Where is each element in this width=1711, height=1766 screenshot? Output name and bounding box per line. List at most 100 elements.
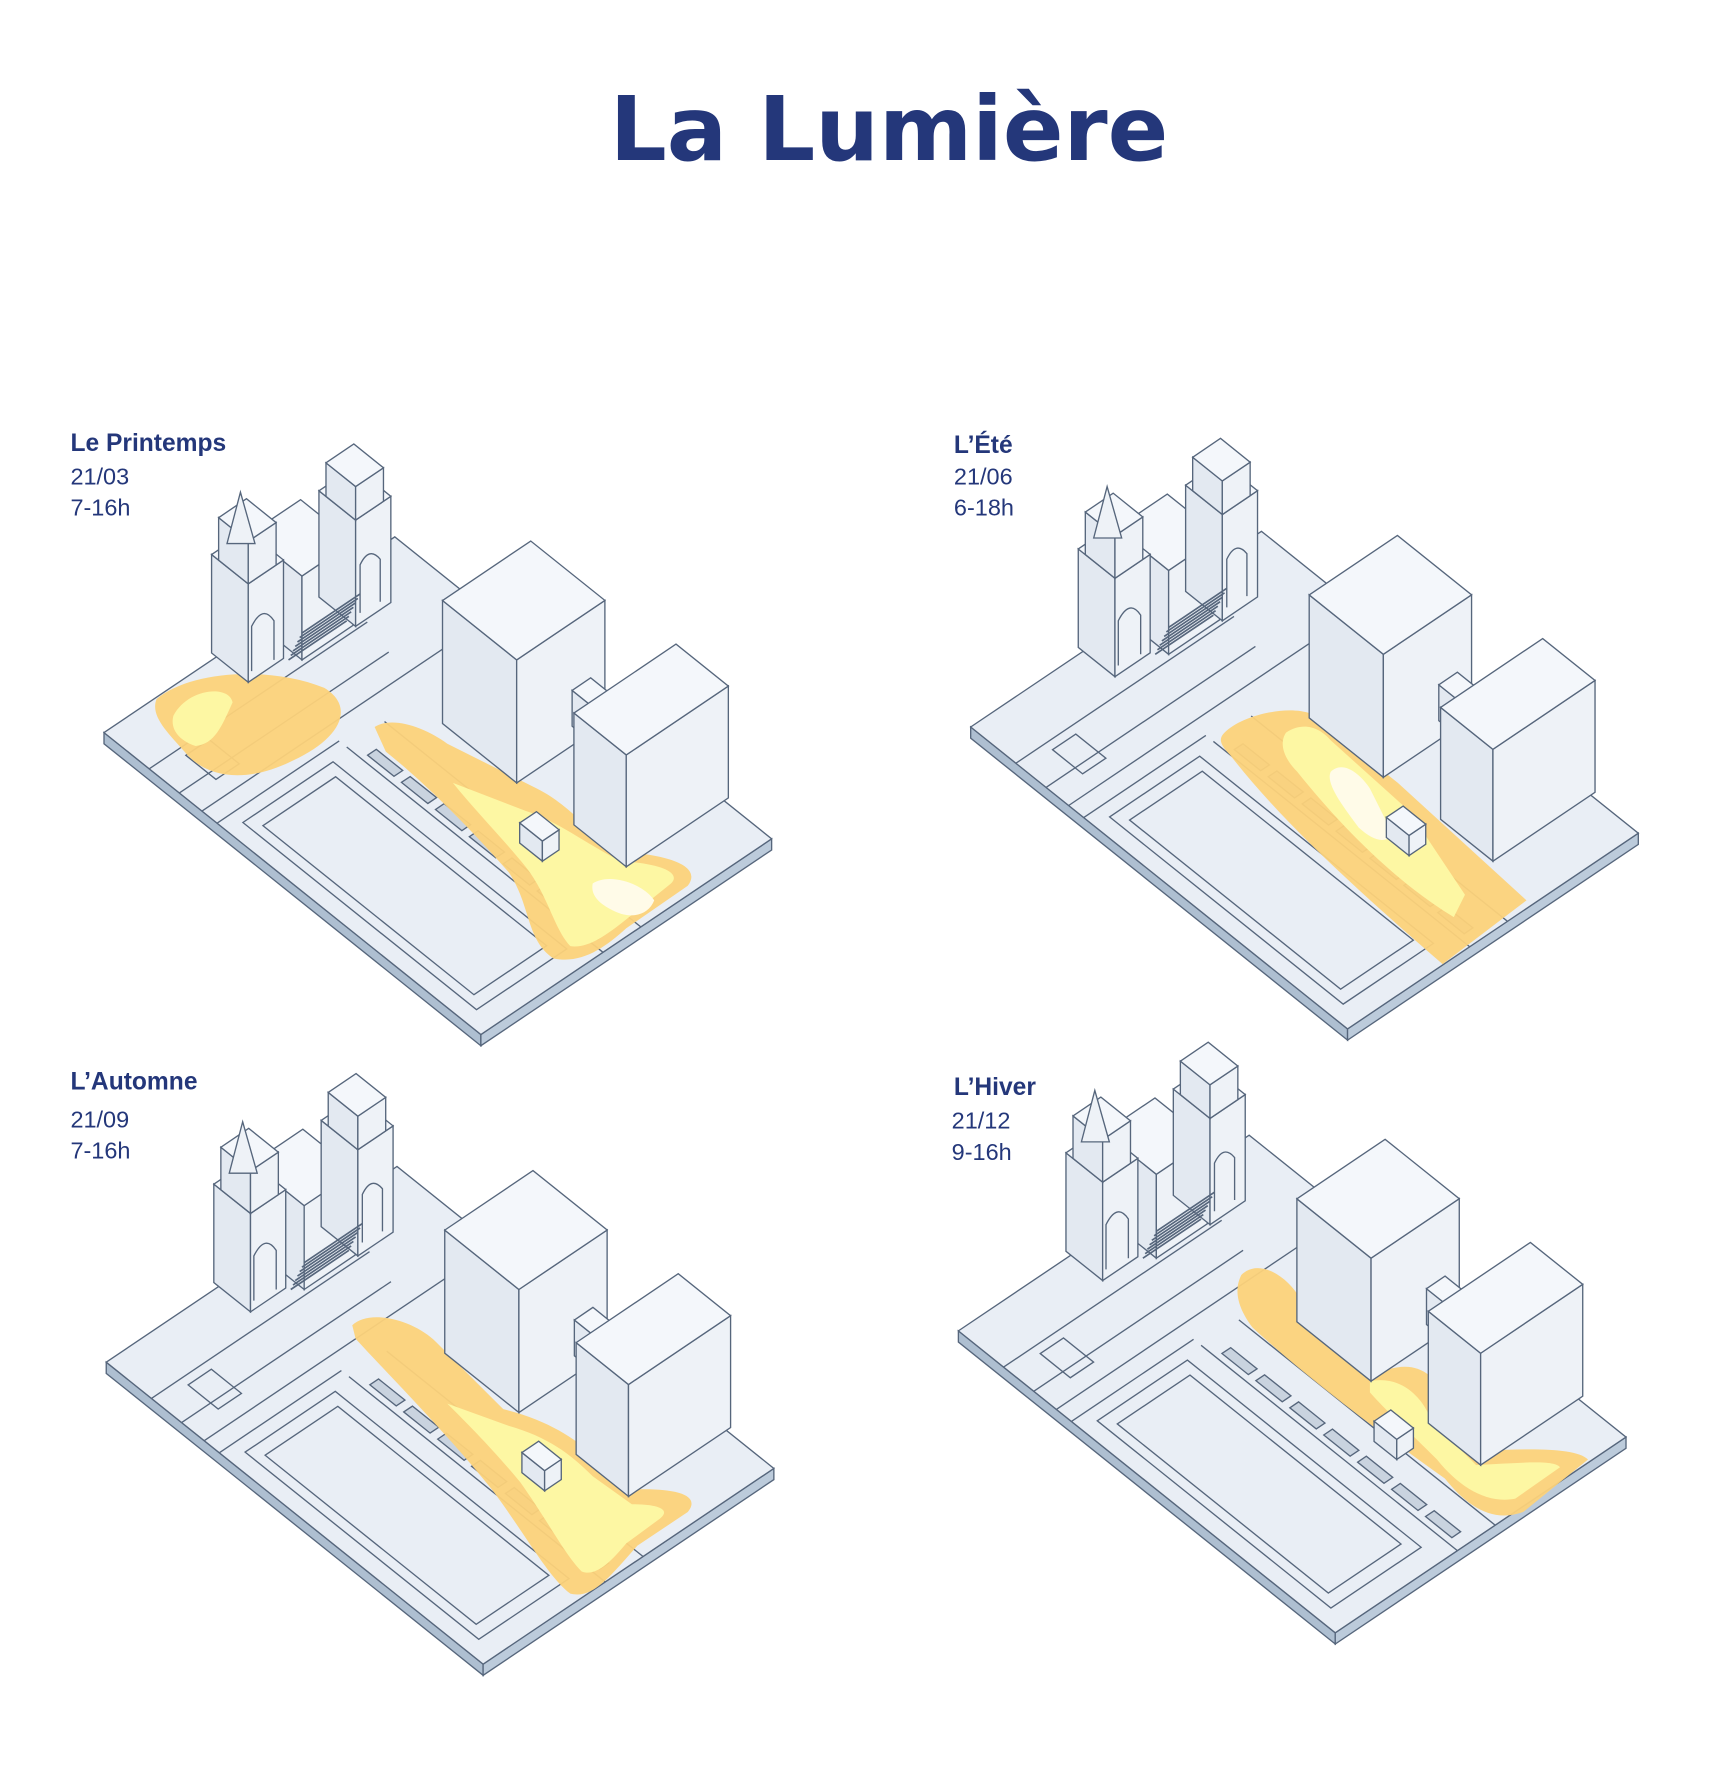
car-roof	[518, 810, 561, 842]
buildings	[1077, 437, 1597, 863]
season-hours: 9-16h	[952, 1139, 1012, 1165]
stair-step	[303, 1222, 363, 1264]
church-stairs	[288, 593, 361, 661]
stair-step	[1168, 587, 1228, 629]
building-block-roof	[1295, 1138, 1461, 1260]
arch-icon	[1226, 547, 1248, 608]
stair-step	[1154, 614, 1214, 656]
road-line	[1200, 1344, 1458, 1552]
panel-winter: L’Hiver 21/12 9-16h	[952, 1041, 1628, 1646]
crosswalk	[186, 1368, 243, 1410]
road-line	[1071, 1338, 1194, 1423]
church-right-belfry-roof	[324, 443, 385, 488]
church-right-belfry-roof	[1179, 1041, 1239, 1086]
stair-step	[294, 1240, 354, 1282]
stair-step	[299, 1231, 359, 1273]
road-line	[1083, 734, 1207, 819]
crosswalk	[1051, 733, 1108, 775]
car-roof	[1385, 805, 1427, 837]
tram-track	[368, 1378, 407, 1407]
stair-step	[296, 602, 357, 643]
season-name: Le Printemps	[70, 430, 226, 457]
stair-step	[1161, 601, 1221, 642]
panel-spring: Le Printemps 21/03 7-16h	[70, 430, 773, 1048]
church-spire	[226, 489, 256, 545]
road-line	[1045, 645, 1256, 788]
season-hours: 7-16h	[70, 1138, 130, 1164]
sidewalk-line	[1238, 1319, 1496, 1526]
building-block-roof	[441, 540, 607, 661]
tram-track	[366, 748, 404, 778]
stair-step	[301, 1227, 361, 1268]
building-block-roof	[443, 1169, 609, 1291]
panel-summer: L’Été 21/06 6-18h	[954, 431, 1640, 1042]
stair-step	[1156, 609, 1217, 651]
arch-icon	[359, 553, 381, 613]
season-hours: 6-18h	[954, 495, 1014, 521]
tram-track	[1322, 1428, 1360, 1457]
road-line	[216, 740, 340, 824]
church-spire	[228, 1119, 259, 1174]
stair-step	[1163, 596, 1223, 638]
stair-step	[290, 615, 350, 657]
lot-inner	[264, 1405, 550, 1626]
church-spire	[1080, 1087, 1111, 1143]
season-date: 21/03	[70, 463, 129, 489]
buildings	[212, 1072, 732, 1498]
buildings	[210, 443, 730, 869]
season-date: 21/09	[70, 1106, 129, 1132]
sunlight-area	[1220, 710, 1527, 965]
season-name: L’Hiver	[954, 1074, 1036, 1101]
stair-step	[1153, 1195, 1213, 1237]
car-roof	[1372, 1409, 1415, 1441]
page-title: La Lumière	[610, 78, 1169, 182]
stair-step	[290, 1249, 350, 1291]
arch-icon	[1117, 607, 1142, 666]
stair-step	[292, 611, 352, 652]
road-line	[1033, 1249, 1244, 1392]
arch-icon	[1105, 1211, 1130, 1270]
road-line	[181, 1281, 392, 1424]
stair-step	[1159, 605, 1219, 647]
season-name: L’Été	[954, 431, 1013, 459]
building-block-roof	[1427, 1241, 1584, 1355]
arch-icon	[361, 1182, 384, 1243]
stair-step	[292, 1245, 352, 1286]
crosswalk	[1039, 1337, 1095, 1379]
stair-step	[1151, 1200, 1211, 1241]
season-hours: 7-16h	[70, 495, 130, 521]
tram-track	[1356, 1455, 1394, 1485]
church-stairs	[1154, 587, 1228, 656]
church-spire	[1092, 484, 1123, 539]
arch-icon	[1213, 1151, 1236, 1212]
stair-step	[1146, 1209, 1206, 1250]
stair-step	[288, 620, 348, 661]
road-line	[218, 1370, 342, 1454]
stair-step	[1149, 1204, 1209, 1246]
road-line	[1068, 628, 1331, 807]
tram-track	[1424, 1509, 1462, 1539]
church-right-belfry-roof	[327, 1072, 387, 1117]
tram-track	[1390, 1482, 1428, 1512]
arch-icon	[253, 1242, 277, 1301]
stair-step	[1144, 1213, 1204, 1255]
road-line	[1055, 1232, 1319, 1410]
tram-track	[400, 775, 438, 805]
lot-outline	[1096, 1359, 1423, 1609]
buildings	[1064, 1041, 1584, 1467]
tram-track	[1220, 1346, 1259, 1376]
stair-step	[1155, 1191, 1215, 1233]
car-roof	[520, 1440, 563, 1472]
stair-step	[1142, 1218, 1202, 1259]
building-block-roof	[575, 1272, 732, 1386]
tram-track	[1288, 1401, 1327, 1430]
building-block-roof	[1308, 534, 1473, 656]
stair-step	[294, 606, 354, 648]
season-date: 21/06	[954, 463, 1013, 489]
stair-step	[301, 593, 361, 634]
lot-inner	[1116, 1374, 1403, 1594]
church-stairs	[290, 1222, 363, 1291]
stair-step	[296, 1236, 357, 1277]
road-line	[1003, 1219, 1223, 1368]
